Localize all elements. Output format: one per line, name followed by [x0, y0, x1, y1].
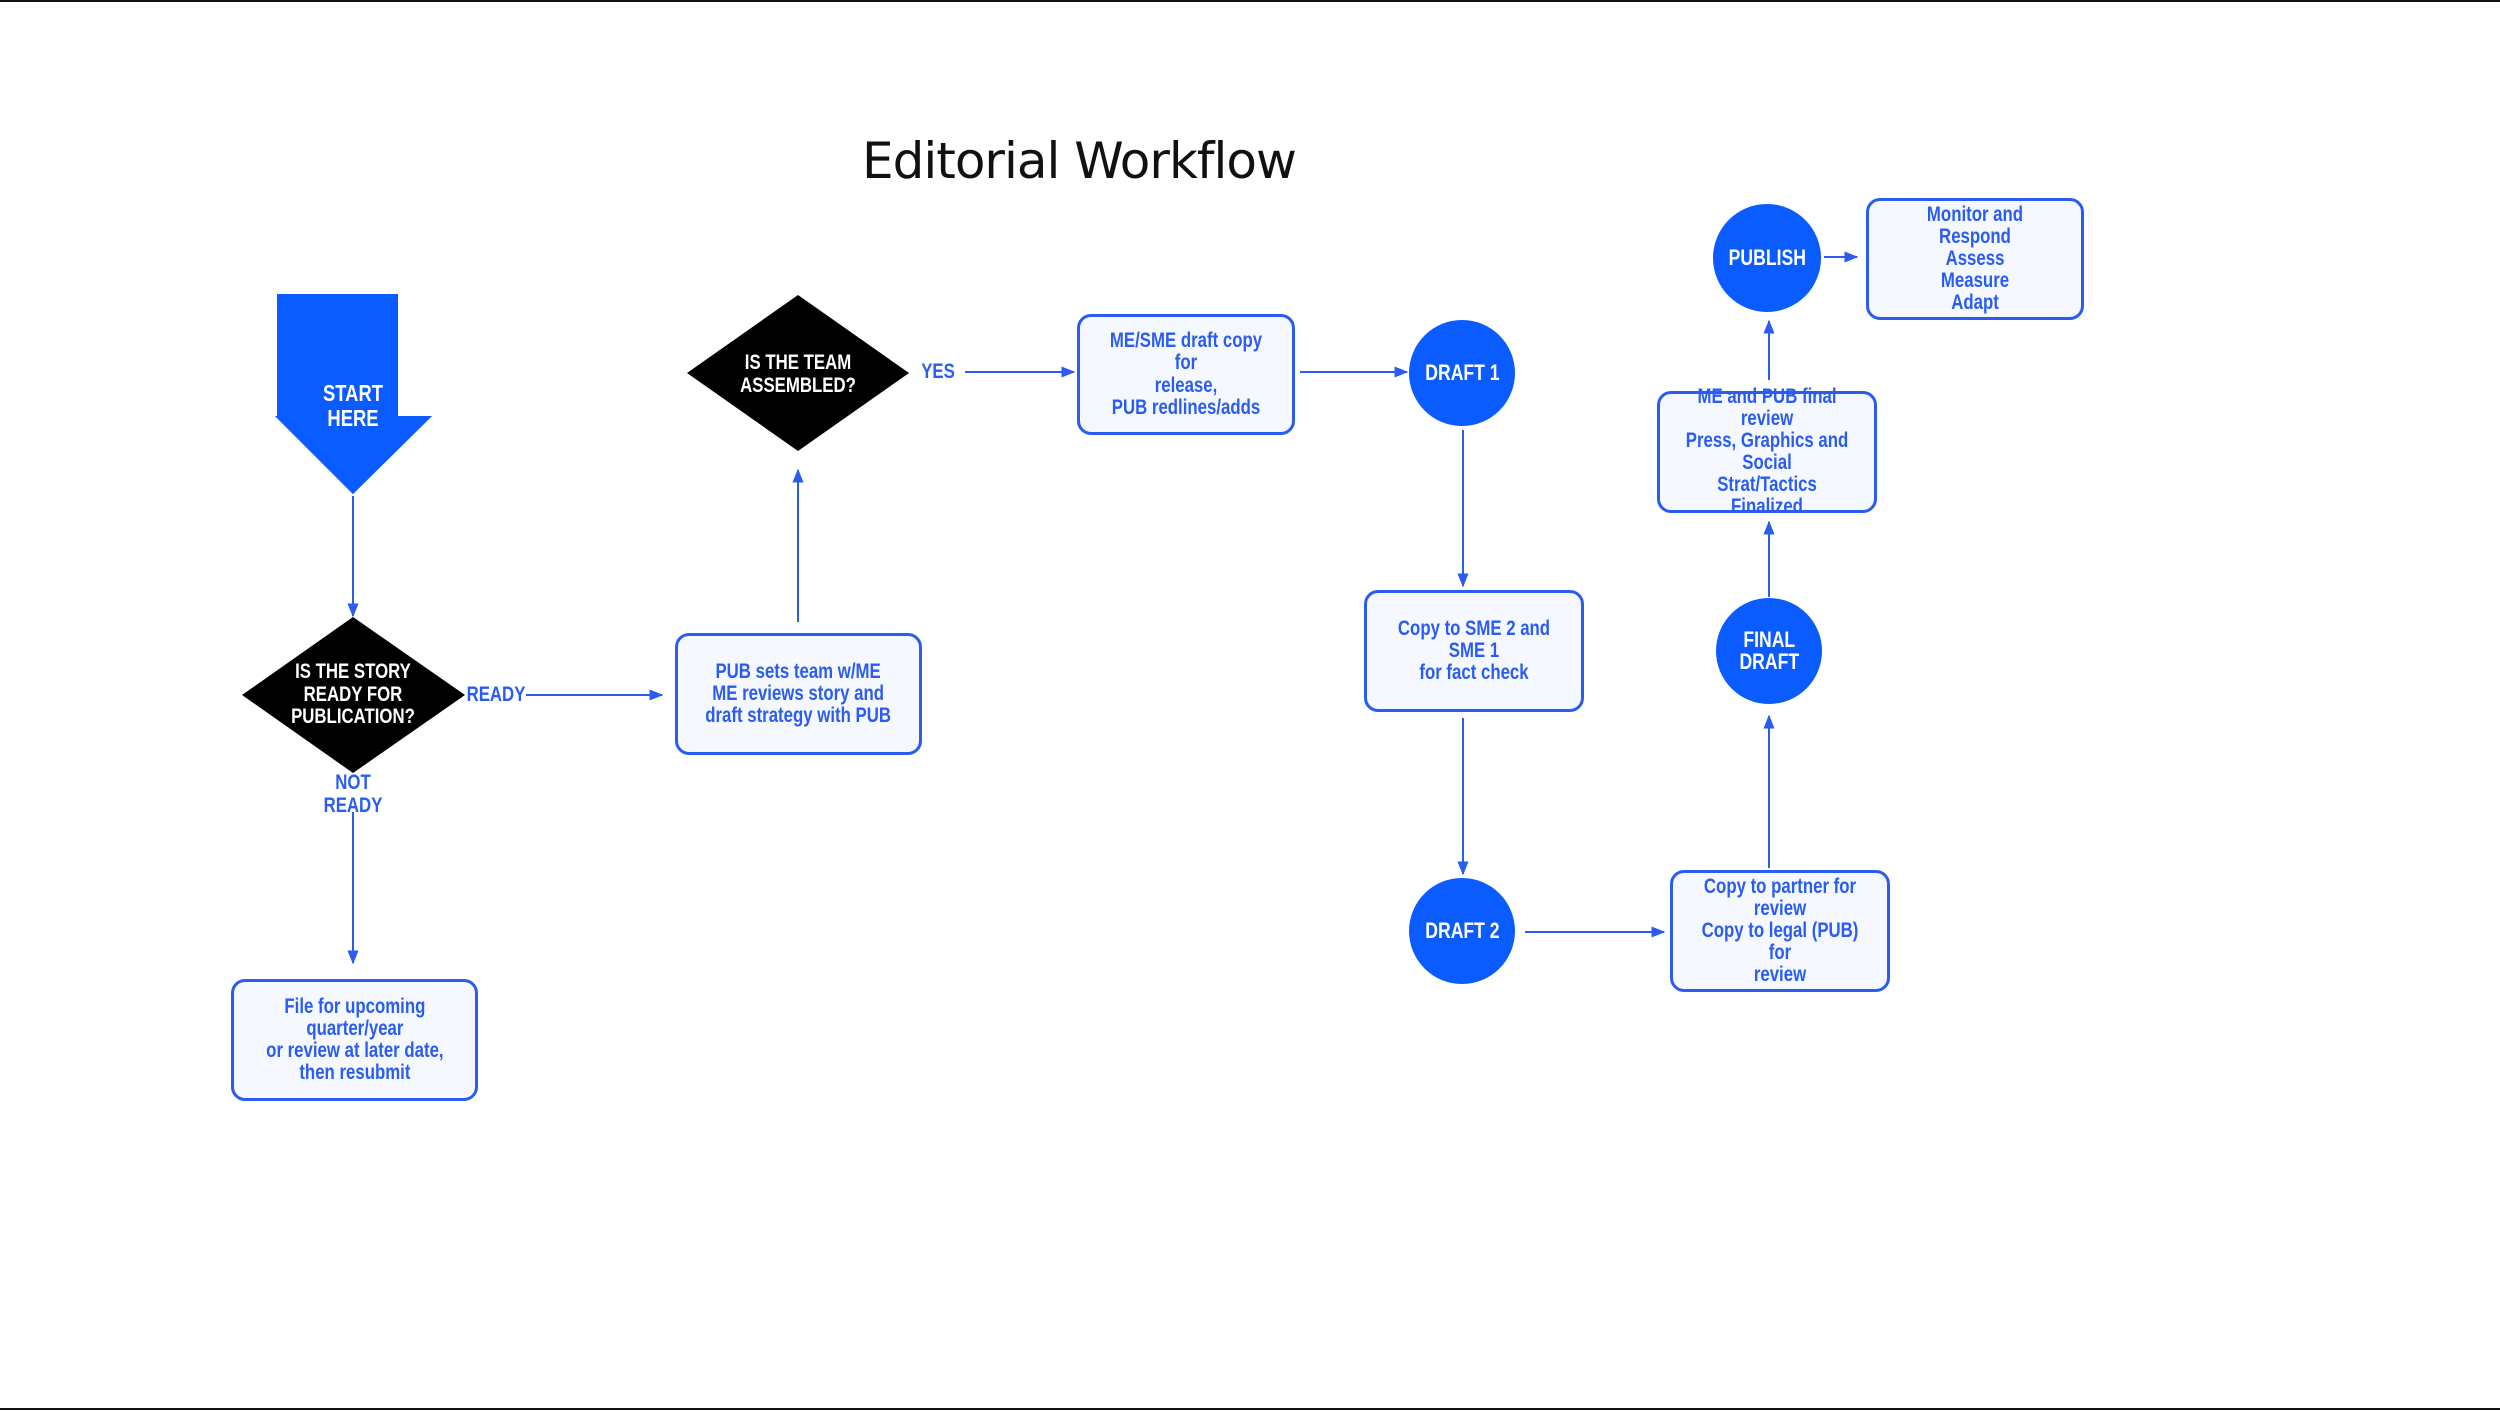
copy-sme-box: Copy to SME 2 and SME 1 for fact check [1364, 590, 1584, 712]
monitor-text: Monitor and Respond Assess Measure Adapt [1926, 202, 2024, 315]
me-sme-draft-text: ME/SME draft copy for release, PUB redli… [1109, 329, 1263, 419]
final-draft-node: FINAL DRAFT [1716, 598, 1822, 704]
file-upcoming-box: File for upcoming quarter/year or review… [231, 979, 478, 1101]
pub-sets-team-box: PUB sets team w/ME ME reviews story and … [675, 633, 922, 755]
publish-node: PUBLISH [1713, 204, 1821, 312]
start-arrow-body-left [275, 294, 353, 494]
start-here-label: START HERE [323, 380, 383, 431]
copy-partner-text: Copy to partner for review Copy to legal… [1701, 874, 1859, 987]
final-review-box: ME and PUB final review Press, Graphics … [1657, 385, 1877, 518]
draft2-node: DRAFT 2 [1409, 878, 1515, 984]
copy-partner-box: Copy to partner for review Copy to legal… [1670, 870, 1890, 992]
draft1-node: DRAFT 1 [1409, 320, 1515, 426]
me-sme-draft-box: ME/SME draft copy for release, PUB redli… [1077, 314, 1295, 435]
final-draft-label: FINAL DRAFT [1739, 627, 1799, 674]
publish-label: PUBLISH [1728, 245, 1806, 270]
final-review-text: ME and PUB final review Press, Graphics … [1685, 384, 1849, 519]
not-ready-label: NOT READY [323, 771, 383, 817]
bottom-border [0, 1408, 2500, 1410]
story-ready-label: IS THE STORY READY FOR PUBLICATION? [291, 659, 415, 729]
draft2-label: DRAFT 2 [1424, 918, 1500, 943]
story-ready-diamond [242, 617, 465, 773]
page-title: Editorial Workflow [862, 132, 1297, 190]
monitor-box: Monitor and Respond Assess Measure Adapt [1866, 198, 2084, 320]
yes-label: YES [921, 359, 955, 383]
pub-sets-team-text: PUB sets team w/ME ME reviews story and … [705, 659, 892, 728]
team-assembled-diamond [687, 295, 909, 451]
team-assembled-label: IS THE TEAM ASSEMBLED? [740, 351, 856, 397]
copy-sme-text: Copy to SME 2 and SME 1 for fact check [1397, 616, 1551, 685]
file-upcoming-text: File for upcoming quarter/year or review… [265, 994, 444, 1085]
draft1-label: DRAFT 1 [1424, 360, 1500, 385]
ready-label: READY [466, 682, 526, 706]
top-border [0, 0, 2500, 2]
